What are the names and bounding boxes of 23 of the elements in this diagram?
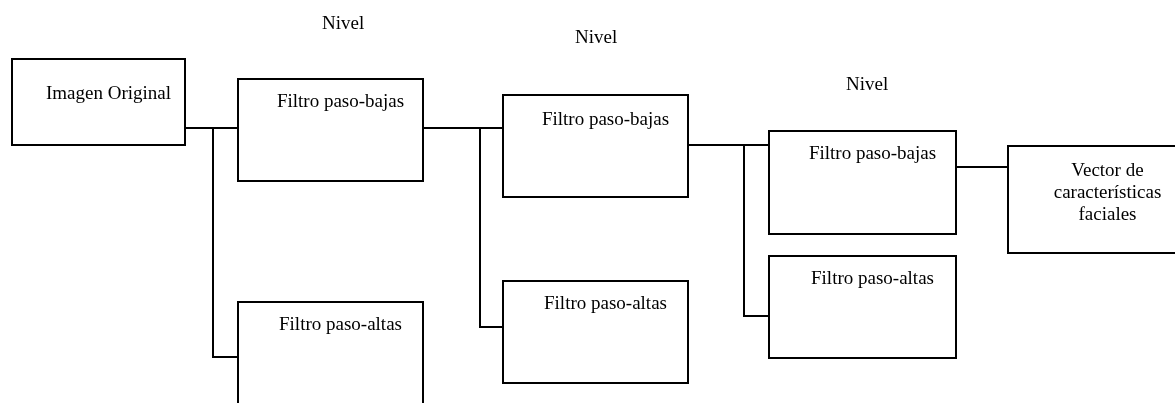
connector-line <box>423 127 503 328</box>
box-text: Imagen Original <box>44 82 172 104</box>
process-box <box>237 301 424 403</box>
level-label: Nivel <box>846 73 889 95</box>
box-text: Filtro paso-bajas <box>540 108 671 130</box>
process-box <box>1007 145 1175 254</box>
connector-line <box>956 166 1008 168</box>
box-text: Vector de características faciales <box>1052 159 1163 225</box>
connector-line <box>185 127 238 358</box>
box-text: Filtro paso-altas <box>810 267 935 289</box>
process-box <box>237 78 424 182</box>
process-box <box>768 130 957 235</box>
process-box <box>502 94 689 198</box>
box-text: Filtro paso-altas <box>543 292 668 314</box>
process-box <box>11 58 186 146</box>
process-box <box>768 255 957 359</box>
box-text: Filtro paso-bajas <box>275 90 406 112</box>
connector-line <box>688 144 769 317</box>
level-label: Nivel <box>322 12 365 34</box>
level-label: Nivel <box>575 26 618 48</box>
box-text: Filtro paso-bajas <box>807 142 938 164</box>
box-text: Filtro paso-altas <box>278 313 403 335</box>
process-box <box>502 280 689 384</box>
